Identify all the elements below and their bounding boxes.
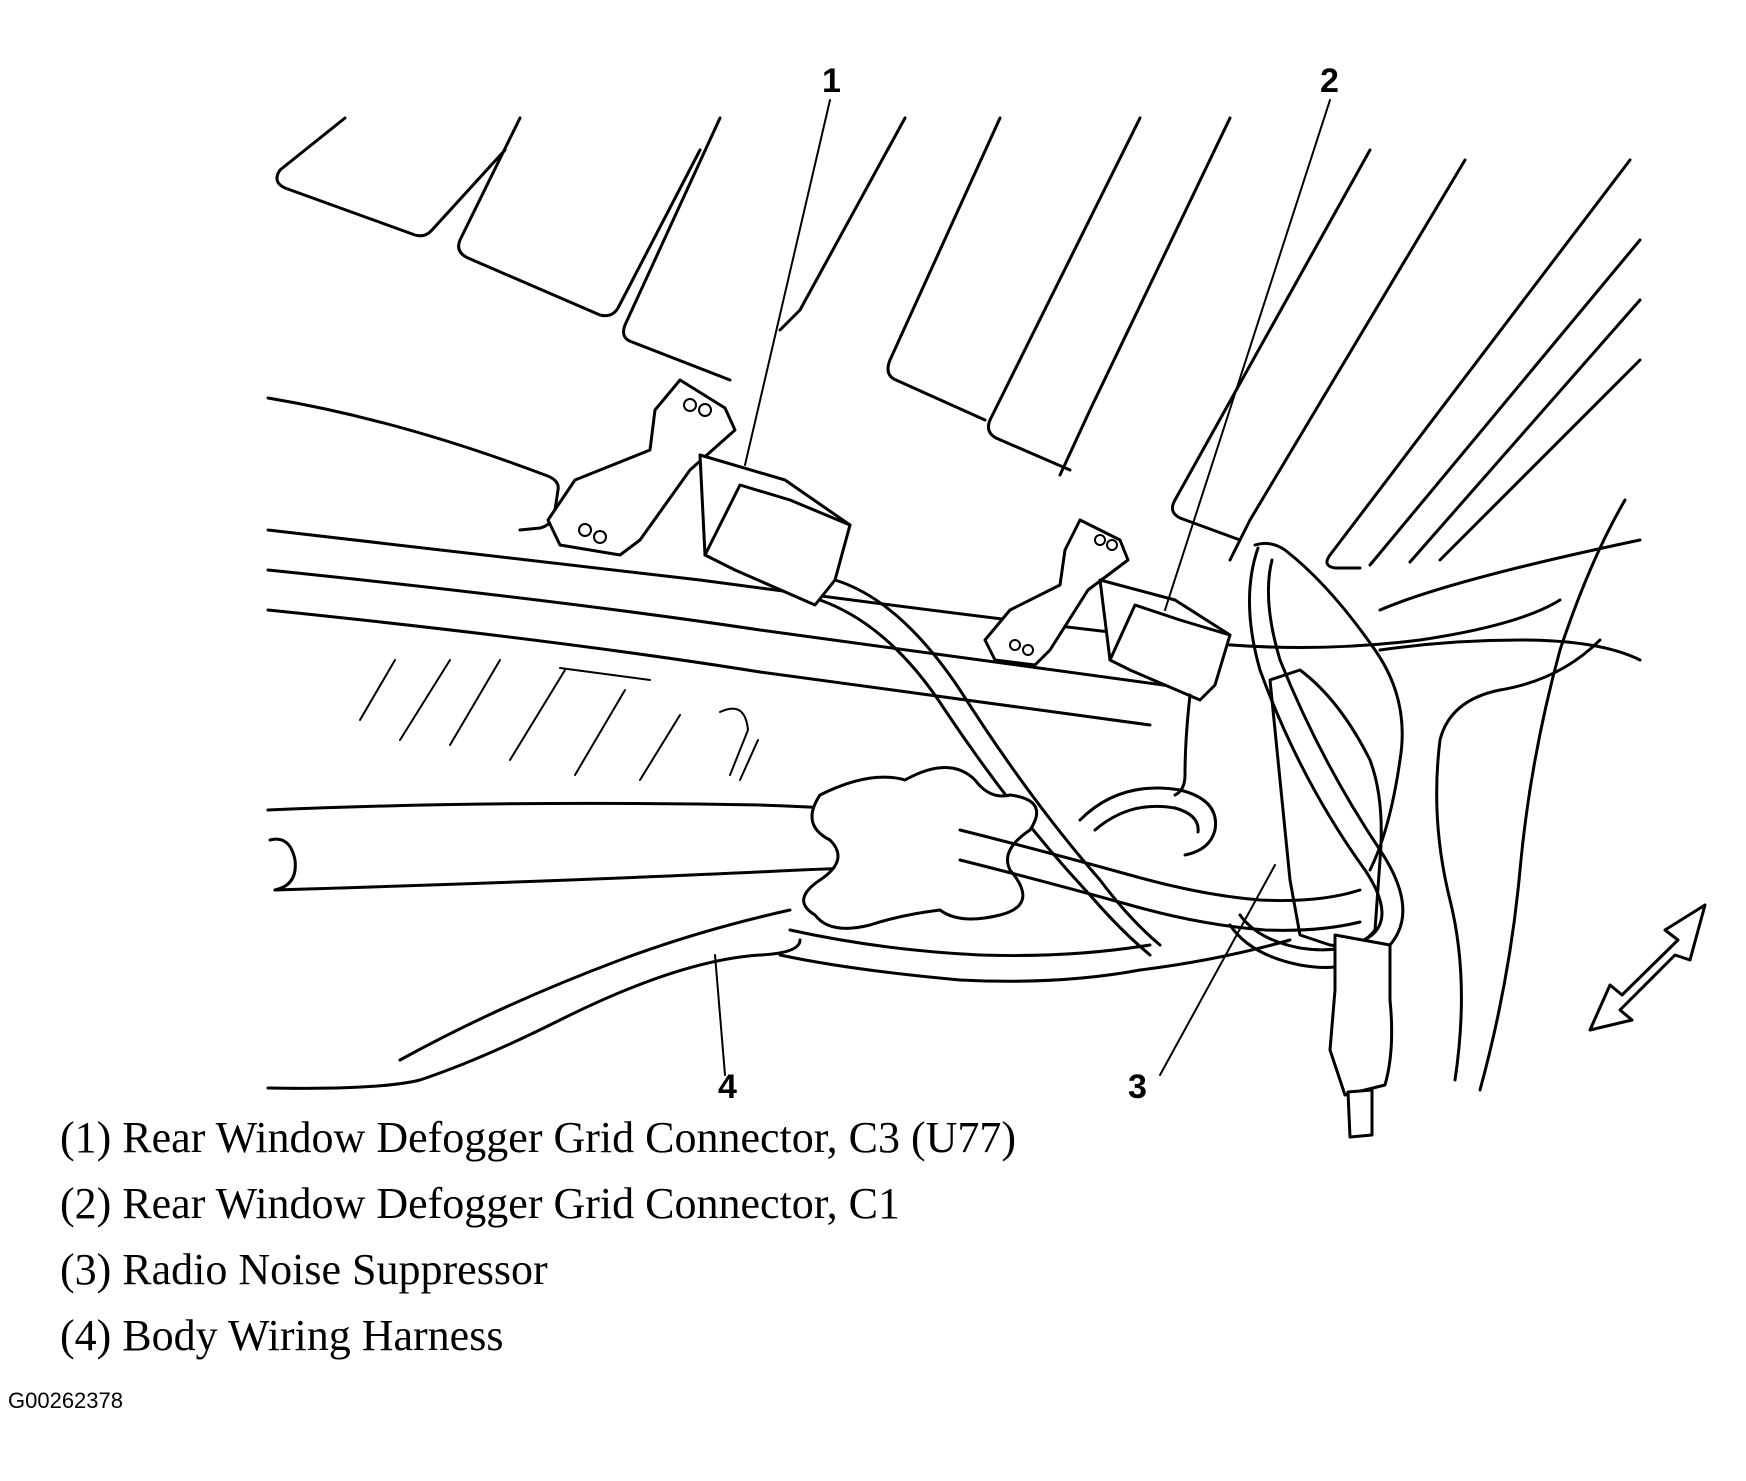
connector-c3 [546, 378, 1162, 957]
view-direction-arrow [1588, 903, 1707, 1032]
legend-item-4: (4) Body Wiring Harness [60, 1311, 504, 1360]
connector-c1 [983, 518, 1232, 797]
window-trim [266, 396, 1642, 727]
legend: (1) Rear Window Defogger Grid Connector,… [60, 1105, 1016, 1369]
callout-2: 2 [1320, 62, 1339, 100]
body-pillar [1435, 498, 1627, 1092]
radio-noise-suppressor [1228, 541, 1405, 1139]
callout-4: 4 [718, 1068, 737, 1106]
callout-3: 3 [1128, 1068, 1147, 1106]
legend-item-3: (3) Radio Noise Suppressor [60, 1245, 548, 1294]
interior-panel [359, 659, 759, 781]
legend-item-1: (1) Rear Window Defogger Grid Connector,… [60, 1113, 1017, 1162]
legend-item-2: (2) Rear Window Defogger Grid Connector,… [60, 1179, 900, 1228]
figure-id: G00262378 [8, 1388, 123, 1413]
leader-lines [714, 99, 1331, 1076]
callout-1: 1 [822, 62, 841, 100]
body-wiring-harness [266, 766, 1362, 1090]
rear-window-glass [275, 116, 1642, 570]
